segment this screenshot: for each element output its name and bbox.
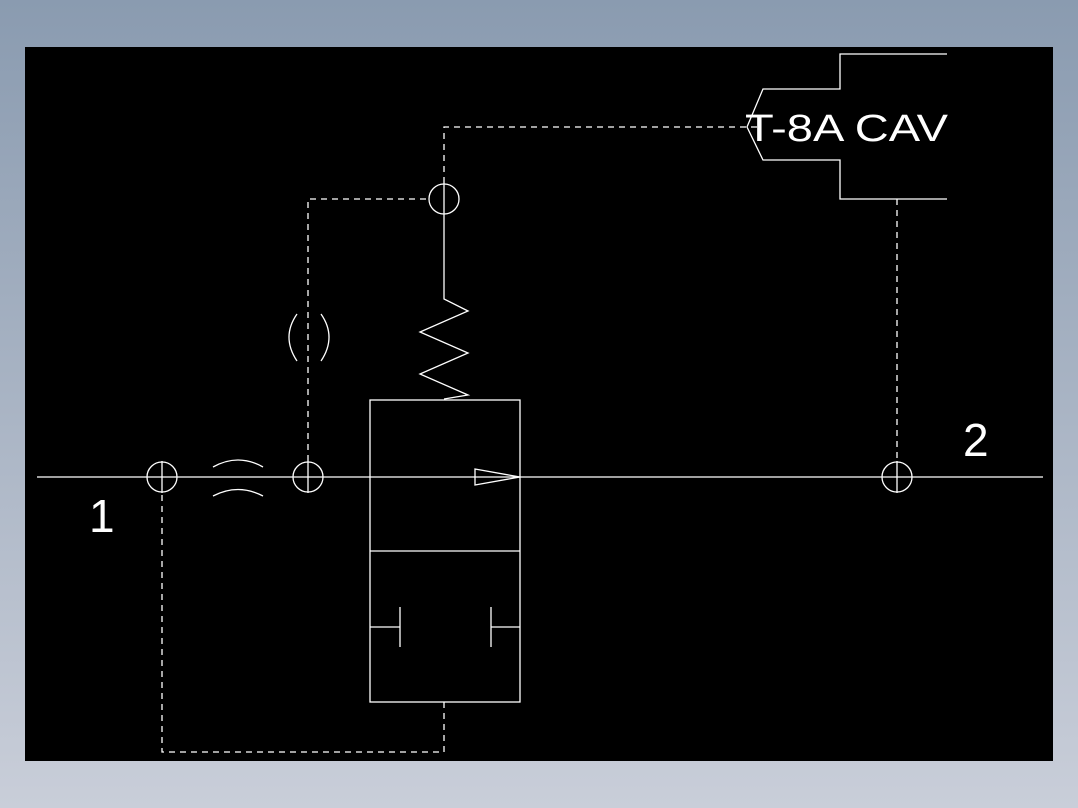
drain-line — [161, 493, 445, 753]
hydraulic-schematic: T-8A CAV 1 2 — [37, 53, 1043, 753]
blocked-ports — [370, 607, 520, 647]
pilot-line-orifice — [288, 313, 330, 362]
cavity-label: T-8A CAV — [745, 108, 949, 150]
flow-arrow — [474, 468, 521, 486]
port-2-junction — [881, 461, 913, 493]
pilot-junction — [292, 461, 324, 493]
port-2-label: 2 — [963, 414, 989, 466]
pilot-line-to-cavity — [443, 126, 760, 183]
cavity-outline — [746, 53, 947, 200]
port-1-label: 1 — [89, 490, 115, 542]
main-line-orifice — [212, 459, 264, 497]
spring-symbol — [418, 215, 471, 400]
port-1-junction — [146, 461, 178, 493]
pilot-line-upper — [307, 198, 428, 461]
drawing-canvas: T-8A CAV 1 2 — [25, 47, 1053, 761]
valve-body — [369, 399, 521, 703]
upper-junction — [428, 183, 460, 215]
